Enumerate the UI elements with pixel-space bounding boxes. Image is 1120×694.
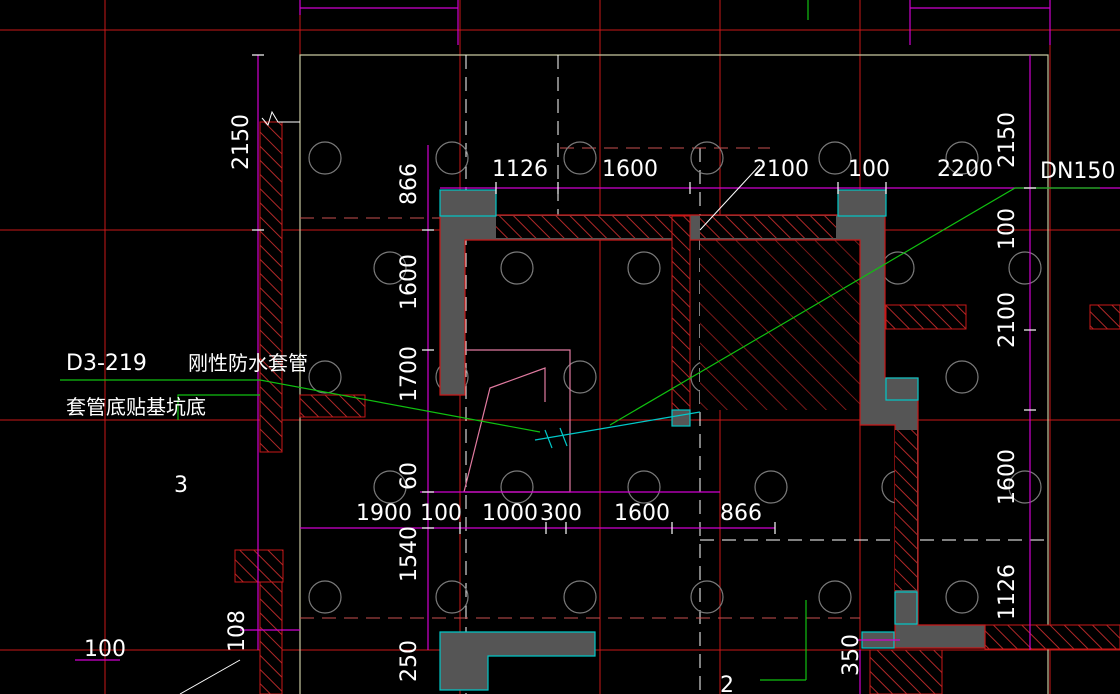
dim-left-100: 100 (84, 637, 126, 662)
dim-left-1600: 1600 (397, 254, 422, 310)
dimension-ticks (252, 54, 1036, 534)
dim-top-1126: 1126 (492, 157, 548, 182)
dim-top-2100: 2100 (753, 157, 809, 182)
pipe-note-label: 套管底贴基坑底 (66, 395, 206, 419)
dim-left-1540: 1540 (397, 526, 422, 582)
column-caps (439, 189, 919, 649)
dim-bot-1900: 1900 (356, 501, 412, 526)
dim-bot-300: 300 (540, 501, 582, 526)
leader-lines (60, 0, 1100, 681)
dim-top-1600: 1600 (602, 157, 658, 182)
chamber-hatch-area (700, 238, 860, 410)
dim-right-2150: 2150 (995, 112, 1020, 168)
pipe-line (534, 411, 701, 449)
dim-right-2100: 2100 (995, 292, 1020, 348)
label-dn150: DN150 (1040, 159, 1115, 184)
dim-bot-866: 866 (720, 501, 762, 526)
dim-right-1600: 1600 (995, 449, 1020, 505)
dim-left-108: 108 (225, 610, 250, 652)
dim-left-1700: 1700 (397, 346, 422, 402)
dim-bot-1000: 1000 (482, 501, 538, 526)
axis-label-2: 2 (720, 673, 734, 694)
dim-left-2150: 2150 (229, 114, 254, 170)
dimension-lines (75, 0, 1120, 694)
dim-left-60: 60 (397, 462, 422, 490)
dim-right-100: 100 (995, 208, 1020, 250)
dim-bot-100: 100 (420, 501, 462, 526)
dim-top-2200: 2200 (937, 157, 993, 182)
dim-right-350: 350 (839, 634, 864, 676)
dim-right-1126: 1126 (995, 564, 1020, 620)
pipe-name-label: 刚性防水套管 (188, 351, 308, 375)
site-boundary (299, 54, 1049, 694)
dim-left-250: 250 (397, 640, 422, 682)
axis-label-3: 3 (174, 473, 188, 498)
pipe-code-label: D3-219 (66, 351, 147, 376)
dim-left-866: 866 (397, 163, 422, 205)
bottom-foundation (439, 631, 596, 691)
right-walls (869, 304, 1120, 694)
dim-bot-1600: 1600 (614, 501, 670, 526)
pit-wall-hatch (496, 215, 917, 590)
dim-top-100: 100 (848, 157, 890, 182)
auxiliary-lines (179, 110, 761, 694)
left-retaining-wall (234, 121, 366, 694)
